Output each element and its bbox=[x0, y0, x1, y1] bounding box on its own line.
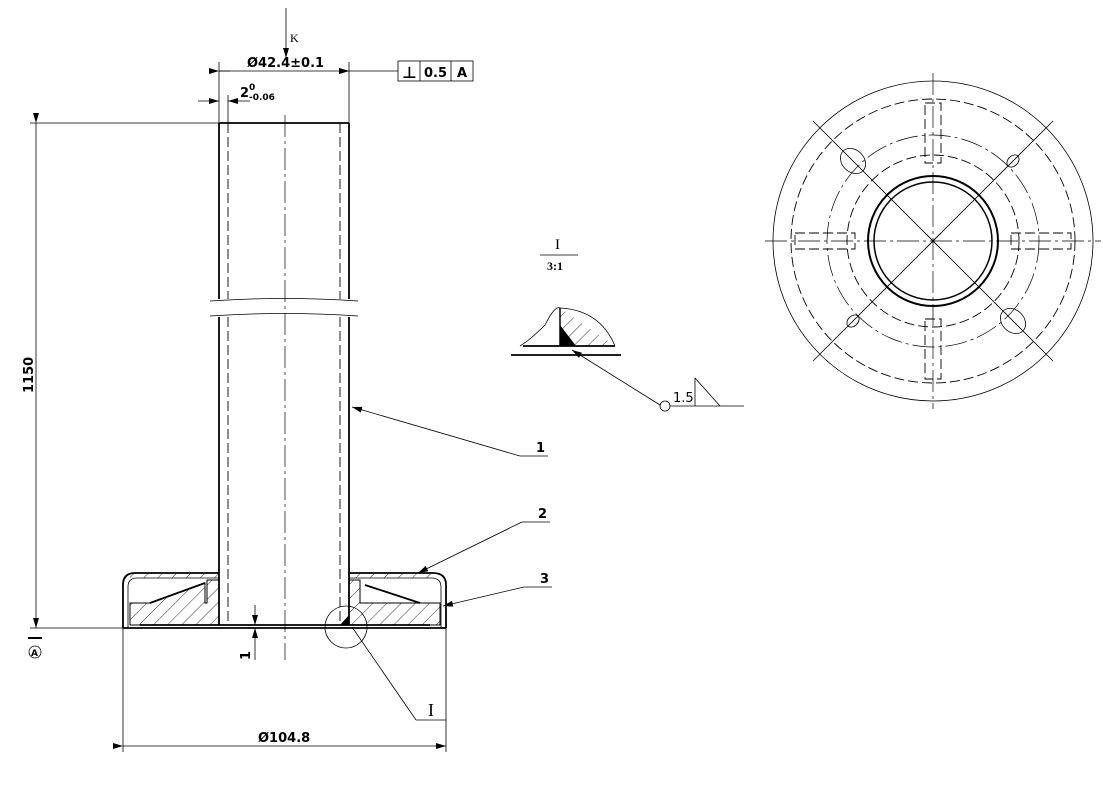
tolerance-frame: ⊥ 0.5 A bbox=[397, 60, 474, 82]
datum-label: A bbox=[31, 649, 38, 659]
detail-scale: 3:1 bbox=[547, 259, 563, 273]
front-view: I K Ø42.4±0.1 ⊥ 0.5 A 2 0 -0.06 bbox=[22, 8, 552, 752]
part-leaders: 1 2 3 bbox=[351, 406, 552, 607]
top-view bbox=[765, 73, 1101, 409]
detail-title: I bbox=[555, 237, 560, 253]
tube-diameter-dim: Ø42.4±0.1 bbox=[247, 56, 324, 71]
detail-ref-label: I bbox=[428, 700, 434, 720]
wall-thickness-base: 2 bbox=[240, 86, 249, 101]
balloon-3: 3 bbox=[540, 572, 549, 587]
perpendicularity-symbol: ⊥ bbox=[402, 63, 417, 82]
balloon-1: 1 bbox=[536, 441, 545, 456]
weld-size: 1.5 bbox=[673, 391, 694, 406]
height-dim: 1150 bbox=[22, 357, 37, 393]
wall-thickness-upper: 0 bbox=[249, 83, 255, 93]
base-cap bbox=[122, 572, 447, 628]
tube bbox=[209, 115, 359, 660]
tolerance-datum: A bbox=[457, 66, 467, 81]
detail-view: I 3:1 1.5 bbox=[511, 237, 744, 412]
balloon-2: 2 bbox=[538, 507, 547, 522]
base-diameter-dim: Ø104.8 bbox=[258, 731, 310, 746]
dimensions: K Ø42.4±0.1 ⊥ 0.5 A 2 0 -0.06 1150 bbox=[22, 8, 474, 752]
base-insert bbox=[123, 579, 446, 629]
wall-thickness-lower: -0.06 bbox=[249, 93, 275, 103]
detail-circle bbox=[324, 605, 368, 649]
gap-dim: 1 bbox=[239, 651, 254, 660]
datum-arrow-label: K bbox=[290, 31, 299, 45]
tolerance-value: 0.5 bbox=[424, 66, 447, 81]
